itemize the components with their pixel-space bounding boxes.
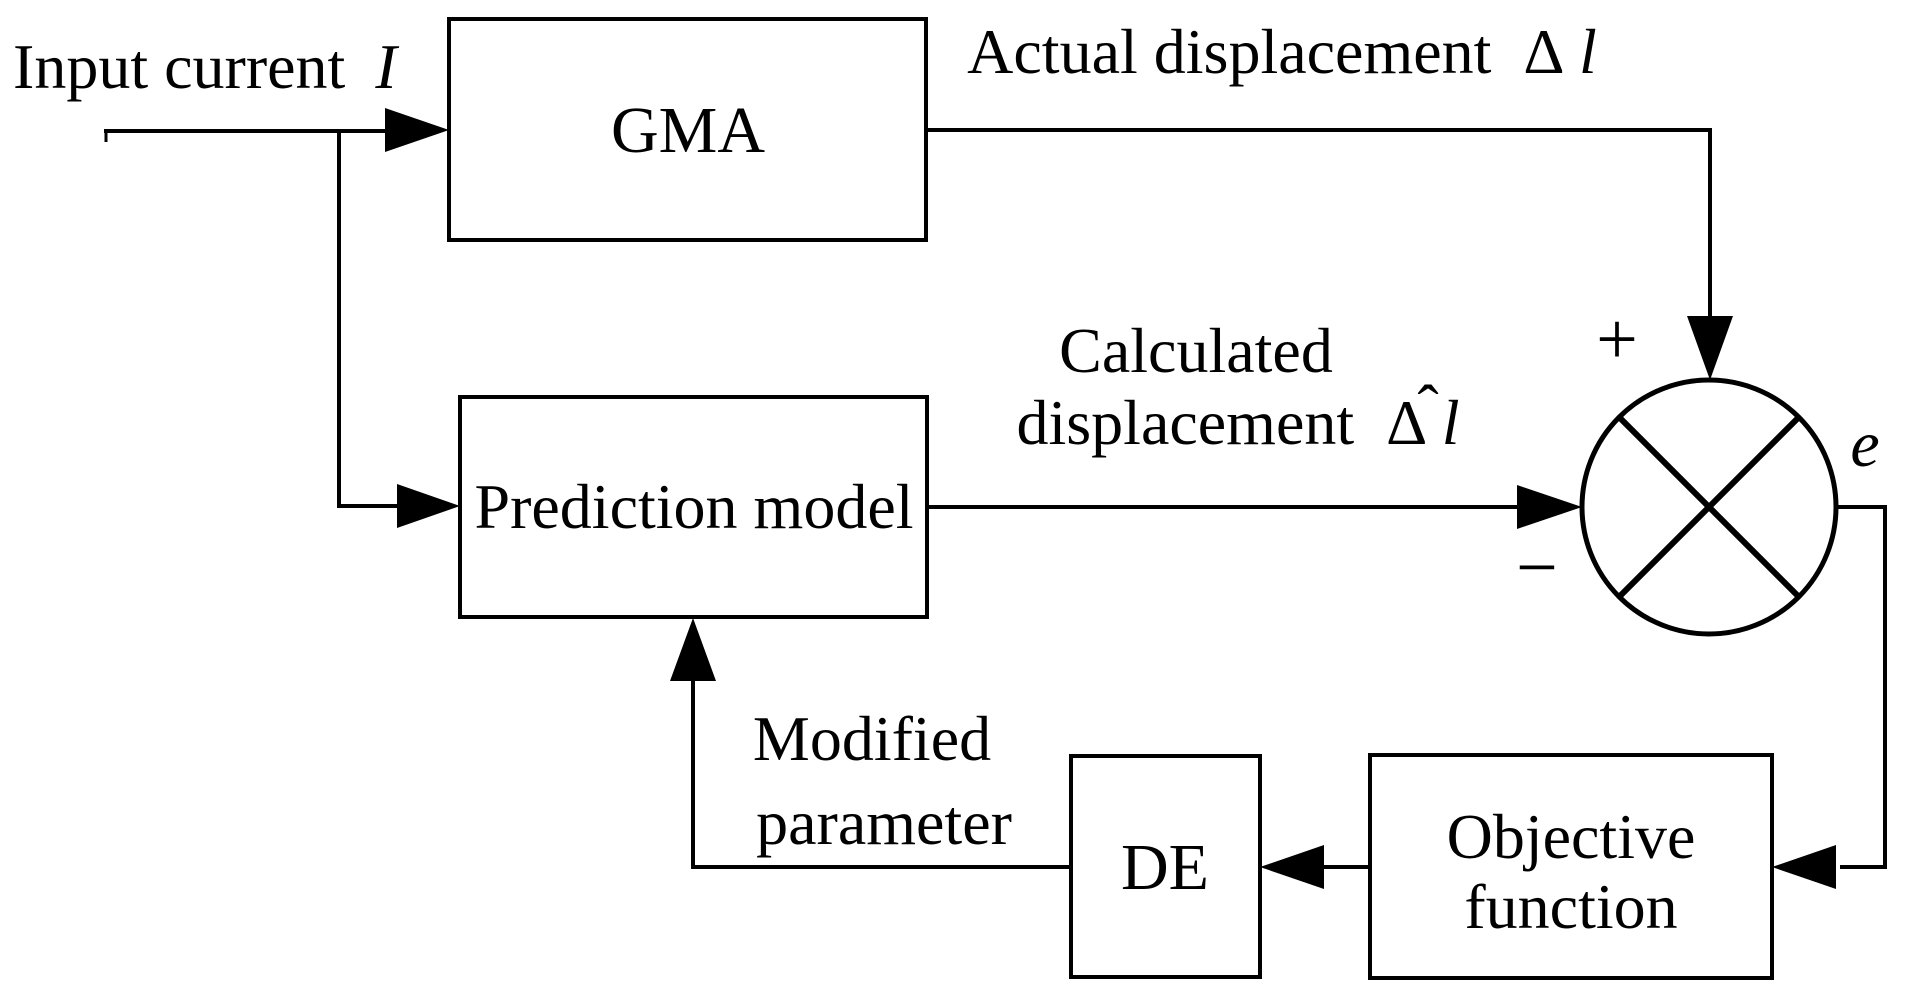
input-current-label: Input current I: [13, 31, 399, 102]
prediction-model-label: Prediction model: [474, 471, 913, 542]
calculated-displacement-label-line2: displacement Δ l: [1016, 387, 1459, 458]
summing-junction-cross-line-2: [1616, 414, 1802, 600]
arrowhead-into-objective-function: [1772, 845, 1836, 889]
calculated-displacement-label-line1: Calculated: [1059, 315, 1333, 386]
input-current-symbol: I: [374, 31, 399, 102]
de-label: DE: [1121, 831, 1209, 904]
actual-displacement-symbol: l: [1579, 16, 1597, 87]
delta-symbol: Δ: [1386, 387, 1425, 458]
arrowhead-into-junction-top: [1687, 316, 1733, 380]
objective-function-label-line2: function: [1464, 871, 1677, 942]
prediction-model-box: [458, 395, 929, 619]
minus-sign: −: [1516, 527, 1558, 609]
modified-parameter-label-line2: parameter: [756, 787, 1012, 858]
arrowhead-into-de: [1260, 845, 1324, 889]
objective-function-box: [1368, 753, 1774, 980]
feedback-line: [691, 676, 1071, 869]
arrowhead-into-junction-left: [1517, 485, 1582, 529]
gma-label: GMA: [611, 94, 765, 167]
gma-output-line: [926, 128, 1712, 324]
arrowhead-into-prediction-bottom: [670, 618, 716, 681]
calculated-displacement-symbol: l: [1442, 387, 1460, 458]
plus-sign: +: [1596, 299, 1638, 381]
objective-function-label-line1: Objective: [1447, 801, 1696, 872]
modified-parameter-label-line1: Modified: [753, 703, 991, 774]
actual-displacement-label: Actual displacement Δ l: [967, 16, 1597, 87]
arrowhead-into-prediction-model: [397, 484, 460, 528]
arrowhead-into-gma: [385, 108, 449, 152]
junction-output-line: [1836, 505, 1887, 869]
delta-symbol: Δ: [1523, 16, 1562, 87]
error-signal-label: e: [1850, 408, 1879, 481]
gma-box: [447, 17, 928, 242]
hat-accent: ˆ: [1417, 372, 1438, 443]
de-box: [1069, 754, 1262, 979]
